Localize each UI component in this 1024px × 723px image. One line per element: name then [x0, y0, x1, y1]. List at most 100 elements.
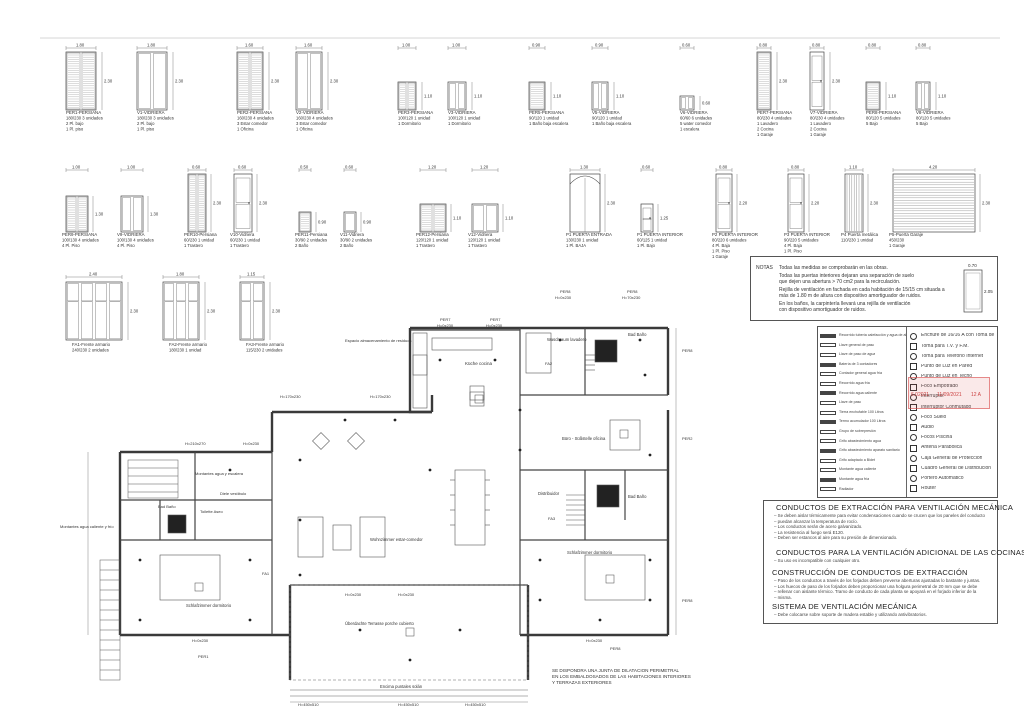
- window-size: 100/120 1 unidad: [398, 116, 431, 121]
- vent-line: – Debe colocarse sobre soporte de madera…: [774, 612, 927, 617]
- legend-item: Batería de 3 contadores: [820, 360, 906, 370]
- electrical-symbol-icon: [910, 363, 917, 371]
- note-joint-3: Y TERRAZAS EXTERIORES: [552, 680, 612, 685]
- wardrobe-name: FA1-Frente armario: [72, 342, 111, 347]
- legend-label: Enchufe de 16/16 A con Toma de Tierra: [921, 333, 996, 339]
- window-location: 1 Trastero: [184, 243, 204, 248]
- window-size: 130/230 1 unidad: [566, 238, 599, 243]
- legend-item: Recorrido agua caliente: [820, 389, 906, 399]
- dimension-width: 0.60: [345, 165, 354, 170]
- legend-item: Recorrido tubería calefacción y agua de …: [820, 331, 906, 341]
- plan-labels: Küche cocina Waschraum lavadero Bad Baño…: [60, 289, 693, 707]
- legend-electrical: Enchufe de 16/16 A con Toma de TierraTom…: [910, 331, 996, 494]
- label-per7-b-size: H=0x230: [486, 323, 503, 328]
- notes-lines: Todas las medidas se comprobarán en las …: [779, 265, 949, 313]
- dimension-height: 1.10: [505, 216, 514, 221]
- window-size: 30/90 2 unidades: [295, 238, 327, 243]
- electrical-symbol-icon: [910, 434, 917, 442]
- plumbing-symbol-icon: [820, 487, 836, 492]
- legend-label: Portero Automático: [921, 475, 964, 481]
- window-location: 2 Pl. bajo: [137, 121, 155, 126]
- window-size: 60/125 1 unidad: [637, 238, 668, 243]
- window-location: 2 Cocina: [810, 127, 827, 132]
- window-location: 3 Estar comedor: [237, 121, 268, 126]
- legend-item: Router: [910, 484, 996, 494]
- vent-line: – Se deben aislar térmicamente para evit…: [774, 513, 985, 518]
- room-terrace: Überdachte Terrasse porche cubierto: [345, 621, 414, 626]
- window-location: 1 Pl. Bajo: [637, 243, 656, 248]
- window-size: 60/60 6 unidades: [680, 116, 712, 121]
- legend-label: Batería de 3 contadores: [839, 361, 878, 366]
- window-name: P3 PUERTA INTERIOR: [784, 232, 830, 237]
- legend-label: Punto de Luz en Pared: [921, 363, 973, 369]
- label-v8b-size: H=450x510: [398, 702, 419, 707]
- window-size: 100/130 4 unidades: [117, 238, 154, 243]
- room-bath-2: Bad Baño: [628, 494, 647, 499]
- plumbing-symbol-icon: [820, 352, 836, 357]
- vent-line: – Los conductos serán de acero galvaniza…: [774, 524, 863, 529]
- legend-item: Audio: [910, 423, 996, 433]
- dimension-width: 4.20: [929, 165, 938, 170]
- label-per6b-size: H=0x230: [243, 441, 260, 446]
- dimension-height: 1.10: [453, 216, 462, 221]
- electrical-symbol-icon: [910, 352, 917, 360]
- dimension-height: 2.20: [811, 201, 820, 206]
- window-location: 1 Oficina: [296, 127, 313, 132]
- window-location: 1 Pl. piso: [137, 127, 155, 132]
- note-joint-2: EN LOS EMBALDOSADOS DE LAS HABITACIONES …: [552, 674, 691, 679]
- window-location: 1 Garaje: [757, 132, 774, 137]
- legend-item: Grifo abastecimiento agua: [820, 437, 906, 447]
- window-name: V10-Vidriera: [230, 232, 255, 237]
- dimension-width: 0.80: [812, 43, 821, 48]
- room-waste-storage: Espacio almacenamiento de residuos: [345, 338, 411, 343]
- legend-label: Toma para T.V. y F.M.: [921, 343, 969, 349]
- window-name: V8-VIDRIERA: [916, 110, 944, 115]
- legend-label: Caja General de Protección: [921, 455, 983, 461]
- legend-item: Focos Piscina: [910, 433, 996, 443]
- window-name: PER7-PERSIANA: [757, 110, 792, 115]
- vent-heading-1: CONDUCTOS DE EXTRACCIÓN PARA VENTILACIÓN…: [776, 503, 1014, 512]
- window-location: 1 Baño baja escalera: [529, 121, 569, 126]
- legend-label: Termo acumulador 100 Litros: [839, 419, 886, 424]
- vent-line: – puedan alcanzar la temperatura de rocí…: [774, 518, 858, 524]
- room-hall: Diele vestíbulo: [220, 491, 247, 496]
- window-size: 100/120 1 unidad: [448, 116, 481, 121]
- window-location: 1 Pl. Piso: [712, 249, 730, 254]
- window-size: 80/230 4 unidades: [810, 116, 844, 121]
- window-name: P4 Puerta metálica: [841, 232, 879, 237]
- notes-panel: NOTAS Todas las medidas se comprobarán e…: [750, 256, 998, 321]
- legend-panel: Recorrido tubería calefacción y agua de …: [817, 326, 998, 498]
- window-name: V2-VIDRIERA: [296, 110, 324, 115]
- electrical-symbol-icon: [910, 373, 917, 381]
- window-location: 5 Bajo: [866, 121, 879, 126]
- dimension-width: 1.00: [127, 165, 136, 170]
- label-v8c-size: H=450x510: [465, 702, 486, 707]
- legend-label: Audio: [921, 425, 934, 431]
- plumbing-symbol-icon: [820, 343, 836, 348]
- vent-line: – Los huecos de paso de los forjados deb…: [774, 583, 978, 589]
- electrical-symbol-icon: [910, 403, 917, 411]
- plumbing-symbol-icon: [820, 468, 836, 473]
- window-name: PER2-PERSIANA: [237, 110, 272, 115]
- vent-section-1: – Se deben aislar térmicamente para evit…: [774, 513, 994, 541]
- window-name: PER9-PERSIANA: [62, 232, 97, 237]
- ref-door-width: 0.70: [968, 263, 977, 268]
- vent-line: – Su uso es incompatible con cualquier o…: [774, 558, 861, 563]
- legend-item: Interruptor Conmutado: [910, 402, 996, 412]
- note-line: Todas las medidas se comprobarán en las …: [779, 265, 888, 271]
